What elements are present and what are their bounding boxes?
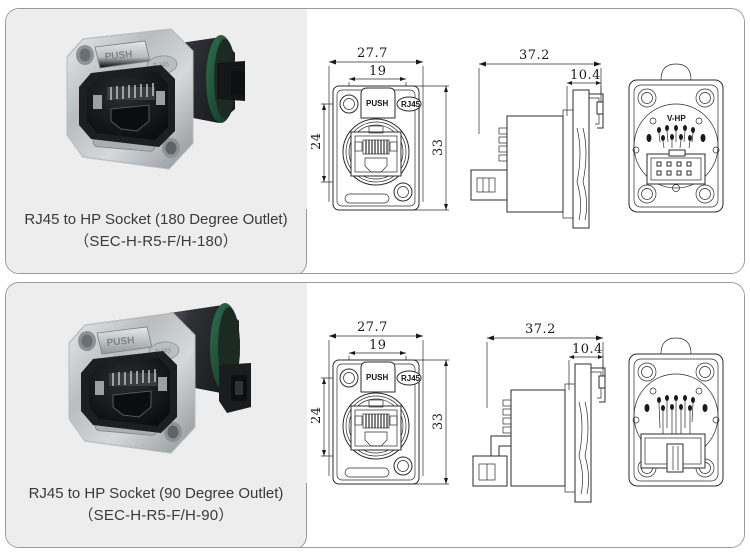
dimension-height-outer-90: 33 bbox=[411, 359, 449, 485]
dim-24-180: 24 bbox=[311, 132, 324, 150]
side-body-profile-180 bbox=[470, 89, 604, 229]
front-rj45-badge-180: RJ45 bbox=[396, 96, 422, 112]
push-latch-tab: PUSH bbox=[94, 40, 150, 68]
jack-contacts-90 bbox=[94, 368, 167, 418]
dimension-depth-total-180: 37.2 bbox=[478, 48, 602, 134]
caption-line-2: （SEC-H-R5-F/H-90） bbox=[78, 506, 234, 524]
drawing-set-180: 27.7 19 bbox=[311, 46, 724, 229]
product-card-90[interactable]: PUSH RJ45 bbox=[5, 282, 745, 548]
drawing-set-90: 27.7 19 bbox=[311, 320, 724, 503]
product-caption-180: RJ45 to HP Socket (180 Degree Outlet) （S… bbox=[6, 209, 307, 253]
dim-37-2-180: 37.2 bbox=[519, 48, 550, 63]
rj45-jack-port-90 bbox=[80, 350, 177, 433]
front-rj45-badge-90: RJ45 bbox=[396, 370, 422, 386]
side-body-profile-90 bbox=[472, 363, 606, 503]
dimension-width-outer-180: 27.7 bbox=[328, 46, 424, 202]
dim-24-90: 24 bbox=[311, 406, 324, 424]
dim-19-180: 19 bbox=[369, 64, 387, 79]
product-photo-90: PUSH RJ45 bbox=[6, 283, 307, 483]
rear-view-drawing-90 bbox=[628, 337, 724, 487]
svg-text:PUSH: PUSH bbox=[104, 49, 133, 63]
dim-10-4-90: 10.4 bbox=[572, 342, 603, 357]
dim-37-2-90: 37.2 bbox=[525, 322, 556, 337]
product-caption-90: RJ45 to HP Socket (90 Degree Outlet) （SE… bbox=[6, 483, 307, 527]
socket-photo-illustration-90: PUSH RJ45 bbox=[68, 302, 251, 454]
rear-view-drawing-180: V-HP bbox=[628, 63, 724, 213]
rj45-label-180: RJ45 bbox=[401, 100, 421, 109]
jack-contacts bbox=[92, 82, 165, 132]
svg-text:PUSH: PUSH bbox=[106, 335, 135, 349]
dimension-depth-total-90: 37.2 bbox=[486, 322, 604, 408]
rj45-jack-port bbox=[78, 64, 175, 147]
product-photo-180: PUSH RJ45 bbox=[6, 9, 307, 209]
front-jack-body-90 bbox=[342, 392, 410, 460]
front-push-tab-90: PUSH bbox=[360, 361, 396, 393]
front-view-drawing-180: 27.7 19 bbox=[311, 46, 449, 211]
dim-10-4-180: 10.4 bbox=[570, 68, 601, 83]
rear-pin-cluster-180 bbox=[646, 125, 706, 149]
push-latch-tab-90: PUSH bbox=[96, 326, 152, 354]
side-contact-teeth-90 bbox=[502, 399, 512, 434]
side-view-drawing-180: 37.2 10.4 bbox=[470, 48, 604, 229]
side-right-angle-outlet-90 bbox=[472, 435, 511, 487]
dim-27-7-180: 27.7 bbox=[357, 46, 388, 61]
dim-19-90: 19 bbox=[369, 338, 387, 353]
dim-33-180: 33 bbox=[431, 138, 446, 156]
caption-line-1: RJ45 to HP Socket (180 Degree Outlet) bbox=[24, 211, 288, 228]
rear-idc-block-180 bbox=[646, 149, 706, 185]
push-label-90: PUSH bbox=[366, 373, 388, 382]
front-push-tab-180: PUSH bbox=[360, 87, 396, 119]
rear-idc-block-90 bbox=[640, 433, 706, 473]
technical-drawings-90: 27.7 19 bbox=[311, 283, 744, 547]
caption-line-2: （SEC-H-R5-F/H-180） bbox=[74, 232, 238, 250]
front-jack-body-180 bbox=[342, 118, 410, 186]
dim-27-7-90: 27.7 bbox=[357, 320, 388, 335]
side-view-drawing-90: 37.2 10.4 bbox=[472, 322, 606, 503]
dimension-height-outer-180: 33 bbox=[411, 85, 449, 211]
product-summary-panel-90: PUSH RJ45 bbox=[6, 283, 307, 547]
socket-photo-illustration-180: PUSH RJ45 bbox=[66, 27, 245, 170]
rj45-label-90: RJ45 bbox=[401, 374, 421, 383]
front-view-drawing-90: 27.7 19 bbox=[311, 320, 449, 485]
push-label-180: PUSH bbox=[366, 99, 388, 108]
side-contact-teeth-180 bbox=[498, 127, 508, 162]
caption-line-1: RJ45 to HP Socket (90 Degree Outlet) bbox=[28, 485, 284, 502]
dimension-width-outer-90: 27.7 bbox=[328, 320, 424, 476]
product-summary-panel-180: PUSH RJ45 bbox=[6, 9, 307, 273]
rear-marking-label-180: V-HP bbox=[667, 114, 686, 123]
dim-33-90: 33 bbox=[431, 412, 446, 430]
rear-pin-cluster-90 bbox=[644, 395, 708, 434]
technical-drawings-180: 27.7 19 bbox=[311, 9, 744, 273]
product-card-180[interactable]: PUSH RJ45 bbox=[5, 8, 745, 274]
